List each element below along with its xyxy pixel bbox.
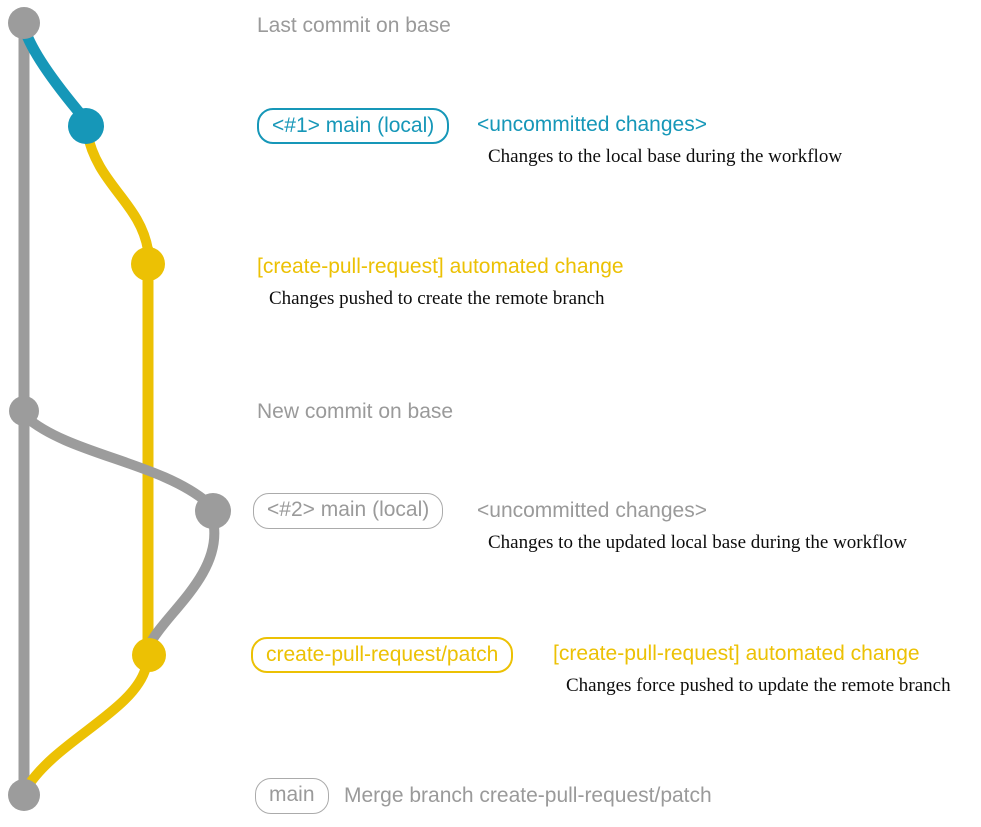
description-row4: Changes force pushed to update the remot…: [566, 675, 951, 696]
branch-badge-main: main: [255, 778, 329, 814]
edge-main1-to-cpr1: [82, 127, 153, 255]
edge-main2-to-cpr2: [146, 522, 220, 647]
description-row2: Changes pushed to create the remote bran…: [269, 288, 605, 309]
label-automated-change-1: [create-pull-request] automated change: [257, 255, 624, 278]
commit-node-main-1: [68, 108, 104, 144]
commit-node-cpr-2: [132, 638, 166, 672]
label-merge-branch: Merge branch create-pull-request/patch: [344, 784, 712, 807]
commit-node-cpr-1: [131, 247, 165, 281]
edge-cpr2-to-merge: [23, 662, 151, 791]
commit-node-main-2: [195, 493, 231, 529]
annotation-new-commit: New commit on base: [257, 400, 454, 423]
description-row1: Changes to the local base during the wor…: [488, 146, 843, 167]
edge-base-to-main1: [19, 24, 89, 123]
label-uncommitted-changes-1: <uncommitted changes>: [477, 113, 707, 136]
commit-node-last-base: [8, 7, 40, 39]
label-uncommitted-changes-2: <uncommitted changes>: [477, 499, 707, 522]
branch-badge-cpr-patch: create-pull-request/patch: [251, 637, 514, 673]
annotation-last-commit: Last commit on base: [257, 14, 451, 37]
edge-base-to-main2: [21, 412, 213, 508]
branch-badge-main-local-2: <#2> main (local): [253, 493, 444, 529]
commit-node-new-base: [9, 396, 39, 426]
description-row3: Changes to the updated local base during…: [488, 532, 907, 553]
branch-badge-main-local-1: <#1> main (local): [257, 108, 450, 144]
label-automated-change-2: [create-pull-request] automated change: [553, 642, 920, 665]
commit-node-merge: [8, 779, 40, 811]
